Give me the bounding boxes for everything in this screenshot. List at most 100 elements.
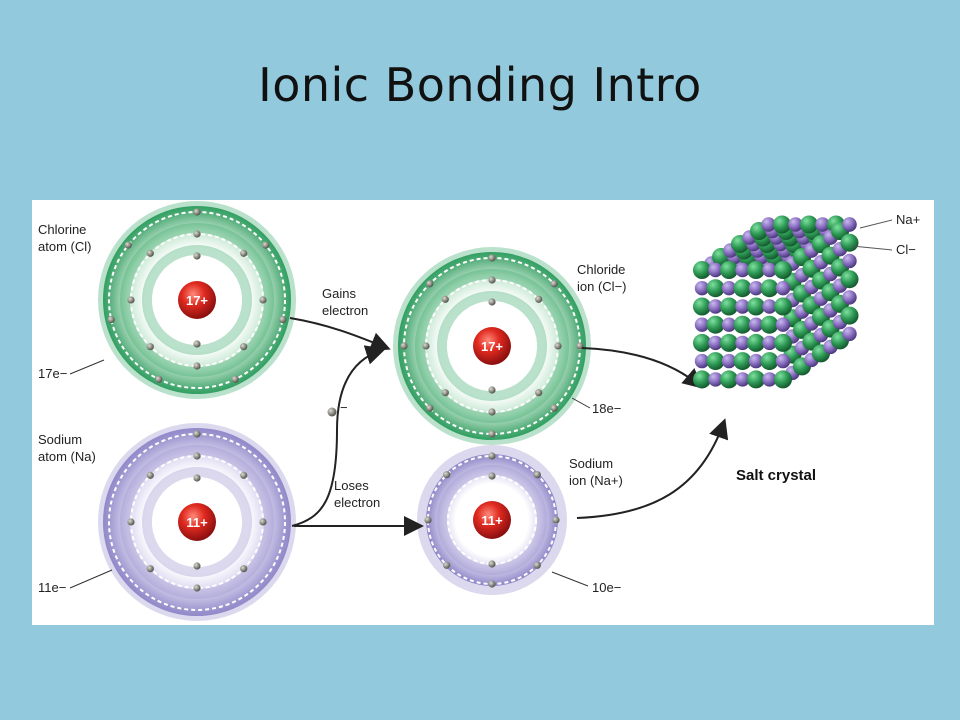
na-ion-sphere xyxy=(708,372,723,387)
chlorine-atom-label: Chlorine atom (Cl) 17e− xyxy=(38,222,105,381)
cl-ion-sphere xyxy=(720,261,738,279)
electron xyxy=(488,452,496,460)
sodium-ion-line1: Sodium xyxy=(569,456,613,471)
na-ion-sphere xyxy=(842,290,857,305)
electron xyxy=(400,342,408,350)
cl-ion-sphere xyxy=(733,352,752,371)
cl-ion-sphere xyxy=(760,279,779,298)
chlorine-electron-count: 17e− xyxy=(38,366,67,381)
cl-ion-sphere xyxy=(720,333,738,352)
nucleus xyxy=(473,327,511,365)
gains-line1: Gains xyxy=(322,286,356,301)
cl-ion-sphere xyxy=(774,261,792,279)
electron xyxy=(488,580,496,588)
cl-ion-sphere xyxy=(747,261,765,279)
na-ion-sphere xyxy=(815,217,830,232)
cl-ion-sphere xyxy=(693,261,711,279)
cl-ion-sphere xyxy=(773,215,791,234)
na-ion-sphere xyxy=(775,353,791,369)
cl-ion-sphere xyxy=(840,306,859,325)
electron xyxy=(550,404,558,412)
sodium-ion: 11+ xyxy=(417,445,567,595)
loses-line1: Loses xyxy=(334,478,369,493)
electron xyxy=(240,471,248,479)
chloride-to-crystal-arrow xyxy=(581,347,704,389)
cl-ion-sphere xyxy=(800,215,818,234)
cl-ion-sphere xyxy=(706,352,725,371)
na-ion-sphere xyxy=(721,317,737,332)
chlorine-atom: 17+ xyxy=(98,201,296,399)
na-ion-sphere xyxy=(708,262,723,278)
na-ion-sphere xyxy=(748,317,764,332)
electron-shell xyxy=(152,255,242,345)
electron xyxy=(193,252,201,260)
nucleus xyxy=(178,281,216,319)
cl-ion-sphere xyxy=(706,279,725,298)
electron xyxy=(240,249,248,257)
electron xyxy=(193,584,201,592)
na-ion-sphere xyxy=(748,281,764,296)
na-ion-sphere xyxy=(694,317,710,332)
loses-line2: electron xyxy=(334,495,380,510)
loses-label: Loses electron xyxy=(334,478,380,510)
cl-ion-sphere xyxy=(760,352,779,371)
na-ion-sphere xyxy=(694,281,710,296)
cl-ion-sphere xyxy=(706,315,725,334)
electron-shell xyxy=(152,477,242,567)
na-ion-sphere xyxy=(842,326,857,342)
chlorine-label-line2: atom (Cl) xyxy=(38,239,91,254)
electron xyxy=(488,472,496,480)
electron xyxy=(231,375,239,383)
cl-ion-sphere xyxy=(840,270,859,289)
na-ion-sphere xyxy=(775,281,791,296)
electron xyxy=(127,518,135,526)
electron xyxy=(240,343,248,351)
electron xyxy=(146,471,154,479)
salt-crystal-label: Salt crystal xyxy=(736,467,816,484)
electron xyxy=(488,560,496,568)
cl-ion-sphere xyxy=(720,297,738,316)
electron xyxy=(488,276,496,284)
electron xyxy=(193,452,201,460)
cl-ion-sphere xyxy=(747,333,765,352)
electron xyxy=(533,561,541,569)
na-ion-sphere xyxy=(735,262,750,278)
na-ion-sphere xyxy=(735,299,750,314)
electron xyxy=(550,280,558,288)
sodium-label-line1: Sodium xyxy=(38,432,82,447)
electron xyxy=(127,296,135,304)
na-ion-sphere xyxy=(735,372,750,387)
electron xyxy=(155,375,163,383)
gains-line2: electron xyxy=(322,303,368,318)
electron xyxy=(193,474,201,482)
electron xyxy=(443,561,451,569)
chloride-label-line2: ion (Cl−) xyxy=(577,279,627,294)
electron xyxy=(535,389,543,397)
cl-ion-sphere xyxy=(840,233,859,252)
electron xyxy=(107,316,115,324)
electron xyxy=(193,562,201,570)
electron xyxy=(146,343,154,351)
electron xyxy=(422,342,430,350)
cl-ion-sphere xyxy=(747,297,765,316)
na-ion-sphere xyxy=(721,281,737,296)
nucleus-charge: 11+ xyxy=(481,513,503,528)
na-ion-sphere xyxy=(788,217,803,232)
electron xyxy=(533,471,541,479)
electron xyxy=(443,471,451,479)
electron xyxy=(535,295,543,303)
electron-shell xyxy=(447,475,537,565)
electron xyxy=(552,516,560,524)
gains-label: Gains electron xyxy=(322,286,368,318)
electron xyxy=(279,316,287,324)
cl-ion-sphere xyxy=(747,370,765,389)
sodium-electron-count: 11e− xyxy=(38,580,66,595)
cl-ion-sphere xyxy=(774,333,792,352)
chlorine-label-line1: Chlorine xyxy=(38,222,86,237)
electron xyxy=(124,241,132,249)
na-ion-sphere xyxy=(775,317,791,332)
na-ion-sphere xyxy=(762,262,777,278)
cl-ion-sphere xyxy=(774,370,792,389)
na-ion-sphere xyxy=(762,299,777,314)
na-ion-sphere xyxy=(748,353,764,369)
